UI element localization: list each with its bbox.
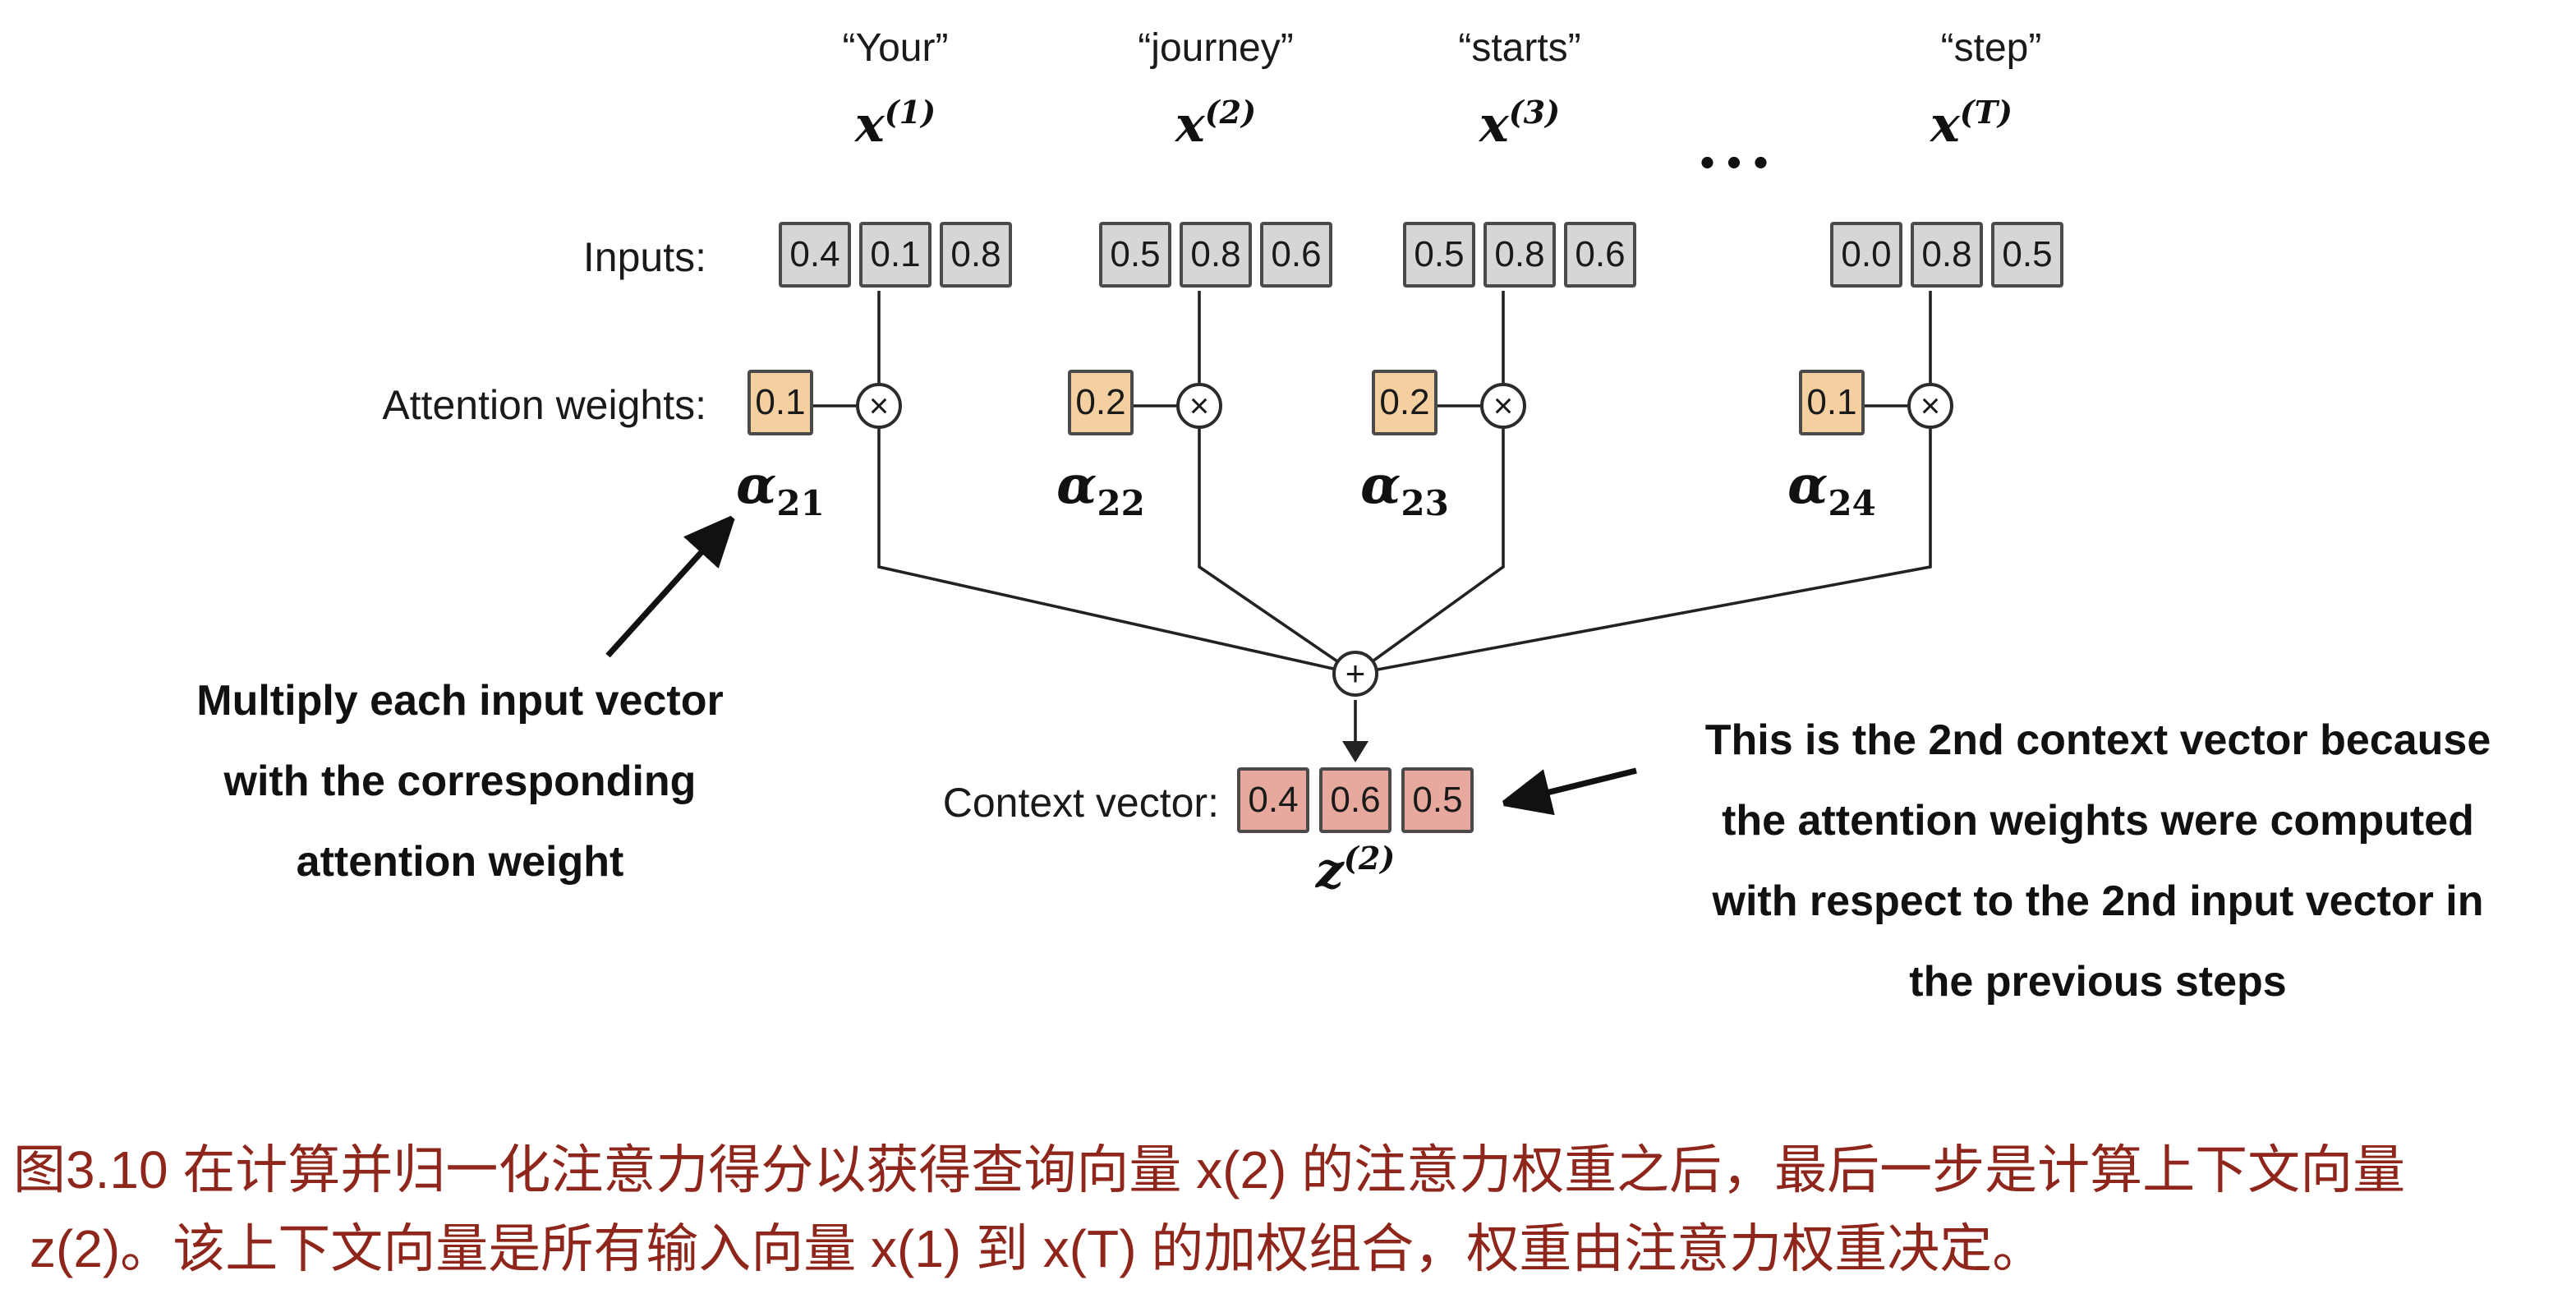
- alpha-subscript: 21: [776, 481, 825, 523]
- var-superscript: (1): [884, 95, 936, 131]
- vector-cell: 0.6: [1564, 222, 1636, 288]
- alpha-symbol: α: [1360, 454, 1401, 516]
- vector-cell: 0.5: [1403, 222, 1475, 288]
- vector-cell: 0.4: [1237, 767, 1309, 833]
- vector-cell: 0.4: [779, 222, 851, 288]
- multiply-icon: ×: [1907, 383, 1953, 429]
- var-base: x: [1930, 97, 1960, 154]
- var-base: x: [854, 97, 885, 154]
- annotation-line: Multiply each input vector: [196, 675, 724, 725]
- figure-caption: 图3.10 在计算并归一化注意力得分以获得查询向量 x(2) 的注意力权重之后，…: [13, 1130, 2566, 1288]
- vector-cell: 0.6: [1260, 222, 1332, 288]
- attention-weight-box-1: 0.1: [748, 370, 813, 435]
- vector-cell: 0.8: [1911, 222, 1983, 288]
- annotation-line: the attention weights were computed: [1722, 795, 2474, 845]
- var-superscript: (T): [1959, 95, 2013, 131]
- var-superscript: (2): [1343, 841, 1396, 877]
- var-superscript: (3): [1508, 95, 1561, 131]
- vector-cell: 0.5: [1991, 222, 2063, 288]
- right-annotation: This is the 2nd context vector because t…: [1648, 700, 2548, 1022]
- token-word-journey: “journey”: [1138, 26, 1294, 71]
- vector-cell: 0.1: [859, 222, 932, 288]
- vector-cell: 0.5: [1099, 222, 1171, 288]
- input-symbol-x1: x(1): [855, 95, 936, 154]
- alpha-22-label: α22: [1056, 454, 1145, 523]
- var-base: x: [1479, 97, 1509, 154]
- multiply-icon: ×: [1480, 383, 1526, 429]
- context-vector: 0.4 0.6 0.5: [1237, 767, 1474, 833]
- vector-cell: 0.8: [1484, 222, 1556, 288]
- vector-cell: 0.6: [1319, 767, 1392, 833]
- ellipsis-dots: ...: [1696, 108, 1777, 182]
- alpha-21-label: α21: [736, 454, 825, 523]
- input-vector-1: 0.4 0.1 0.8: [779, 222, 1012, 288]
- attention-row-label: Attention weights:: [382, 383, 706, 429]
- input-vector-T: 0.0 0.8 0.5: [1830, 222, 2063, 288]
- token-word-your: “Your”: [842, 26, 949, 71]
- alpha-subscript: 24: [1828, 481, 1876, 523]
- inputs-row-label: Inputs:: [582, 235, 706, 281]
- caption-line: z(2)。该上下文向量是所有输入向量 x(1) 到 x(T) 的加权组合，权重由…: [30, 1219, 2045, 1278]
- alpha-subscript: 22: [1097, 481, 1145, 523]
- vector-cell: 0.8: [940, 222, 1012, 288]
- annotation-line: attention weight: [296, 836, 624, 886]
- sum-icon: +: [1332, 651, 1378, 697]
- var-base: x: [1175, 97, 1205, 154]
- alpha-subscript: 23: [1401, 481, 1449, 523]
- input-symbol-x3: x(3): [1479, 95, 1560, 154]
- multiply-icon: ×: [856, 383, 902, 429]
- context-row-label: Context vector:: [942, 780, 1219, 826]
- vector-cell: 0.8: [1180, 222, 1252, 288]
- vector-cell: 0.5: [1401, 767, 1474, 833]
- alpha-23-label: α23: [1360, 454, 1449, 523]
- annotation-line: with the corresponding: [223, 756, 697, 805]
- var-superscript: (2): [1204, 95, 1257, 131]
- annotation-line: the previous steps: [1909, 956, 2287, 1006]
- input-symbol-xT: x(T): [1930, 95, 2012, 154]
- context-symbol-z2: z(2): [1316, 841, 1396, 900]
- attention-weight-box-3: 0.2: [1372, 370, 1438, 435]
- alpha-symbol: α: [736, 454, 777, 516]
- input-vector-3: 0.5 0.8 0.6: [1403, 222, 1636, 288]
- alpha-24-label: α24: [1787, 454, 1876, 523]
- multiply-icon: ×: [1176, 383, 1222, 429]
- attention-weight-box-2: 0.2: [1068, 370, 1134, 435]
- input-symbol-x2: x(2): [1175, 95, 1256, 154]
- alpha-symbol: α: [1787, 454, 1828, 516]
- left-annotation: Multiply each input vector with the corr…: [90, 661, 830, 902]
- vector-cell: 0.0: [1830, 222, 1902, 288]
- attention-weight-box-4: 0.1: [1799, 370, 1865, 435]
- input-vector-2: 0.5 0.8 0.6: [1099, 222, 1332, 288]
- annotation-line: This is the 2nd context vector because: [1704, 715, 2491, 764]
- token-word-starts: “starts”: [1458, 26, 1581, 71]
- annotation-line: with respect to the 2nd input vector in: [1712, 876, 2484, 925]
- alpha-symbol: α: [1056, 454, 1097, 516]
- var-base: z: [1315, 843, 1344, 900]
- token-word-step: “step”: [1940, 26, 2042, 71]
- caption-line: 图3.10 在计算并归一化注意力得分以获得查询向量 x(2) 的注意力权重之后，…: [13, 1140, 2406, 1199]
